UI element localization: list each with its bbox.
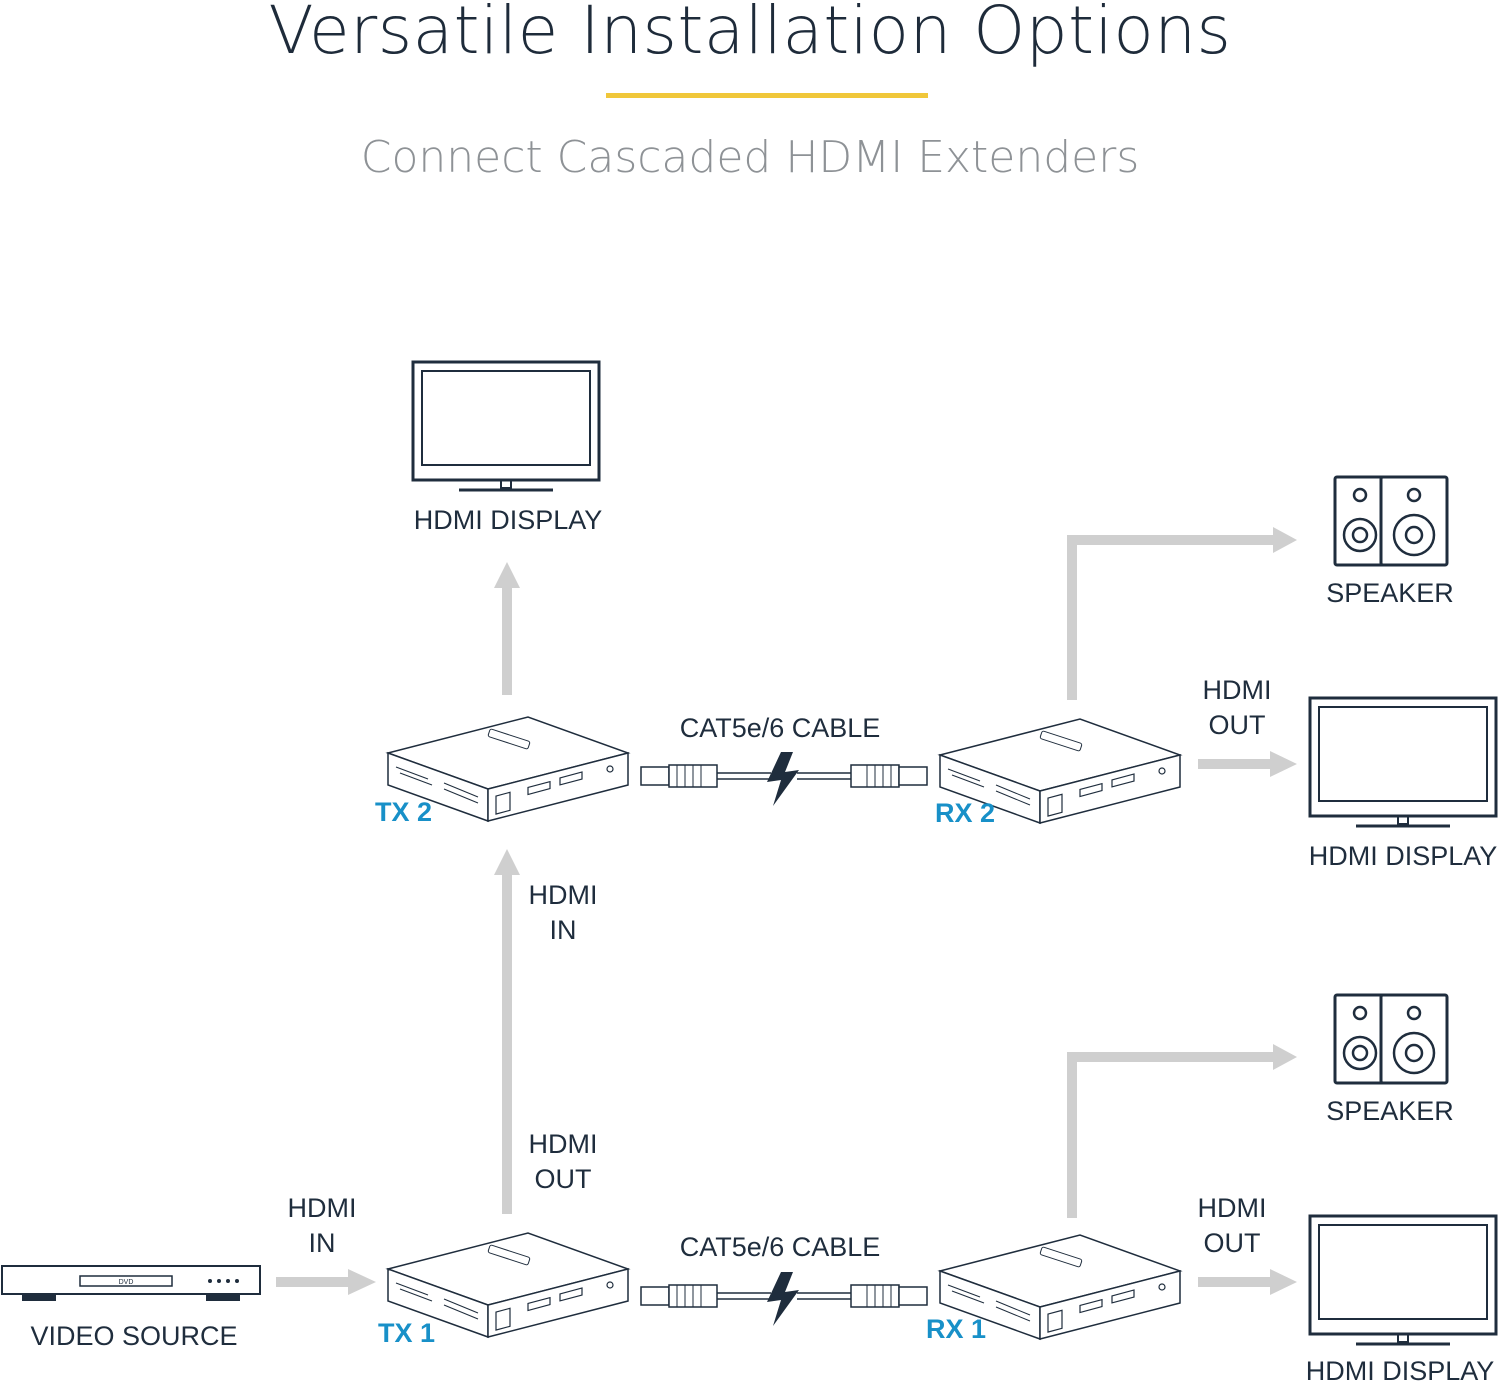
tx1-hdmi-out-line1: HDMI	[528, 1129, 598, 1159]
page-title: Versatile Installation Options	[268, 0, 1232, 69]
rx2-label: RX 2	[935, 798, 996, 828]
page-subtitle: Connect Cascaded HDMI Extenders	[360, 132, 1140, 183]
arrow-source-to-tx1	[276, 1277, 350, 1287]
title-underline	[606, 93, 928, 98]
speaker-top-label: SPEAKER	[1326, 578, 1454, 608]
rx2-hdmi-out-line1: HDMI	[1202, 675, 1272, 705]
arrow-tx1-to-tx2	[502, 872, 512, 1214]
dvd-player-icon: DVD	[1, 1265, 261, 1301]
cable-top-label: CAT5e/6 CABLE	[679, 713, 881, 743]
rx1-hdmi-out-line1: HDMI	[1197, 1193, 1267, 1223]
cable-bottom-label: CAT5e/6 CABLE	[679, 1232, 881, 1262]
rx1-label: RX 1	[926, 1314, 987, 1344]
top-display-label: HDMI DISPLAY	[413, 505, 603, 535]
rx2-display-label: HDMI DISPLAY	[1308, 841, 1498, 871]
rx1-hdmi-out-line2: OUT	[1203, 1228, 1261, 1258]
speaker-bottom-label: SPEAKER	[1326, 1096, 1454, 1126]
dvd-label: DVD	[119, 1279, 134, 1286]
video-source-label: VIDEO SOURCE	[30, 1321, 238, 1351]
ethernet-cable-icon	[640, 1271, 928, 1327]
source-hdmi-in-line1: HDMI	[287, 1193, 357, 1223]
rx2-hdmi-out-line2: OUT	[1208, 710, 1266, 740]
tv-icon	[411, 360, 601, 492]
tx1-hdmi-out-line2: OUT	[534, 1164, 592, 1194]
tv-icon	[1308, 1214, 1498, 1346]
rx1-display-label: HDMI DISPLAY	[1305, 1356, 1495, 1386]
speaker-icon	[1333, 475, 1449, 567]
ethernet-cable-icon	[640, 751, 928, 807]
tx2-label: TX 2	[375, 797, 433, 827]
arrow-tx2-to-display	[502, 585, 512, 695]
tx2-hdmi-in-line2: IN	[549, 915, 577, 945]
speaker-icon	[1333, 993, 1449, 1085]
tx2-hdmi-in-line1: HDMI	[528, 880, 598, 910]
tv-icon	[1308, 696, 1498, 828]
tx1-label: TX 1	[378, 1318, 436, 1348]
source-hdmi-in-line2: IN	[308, 1228, 336, 1258]
